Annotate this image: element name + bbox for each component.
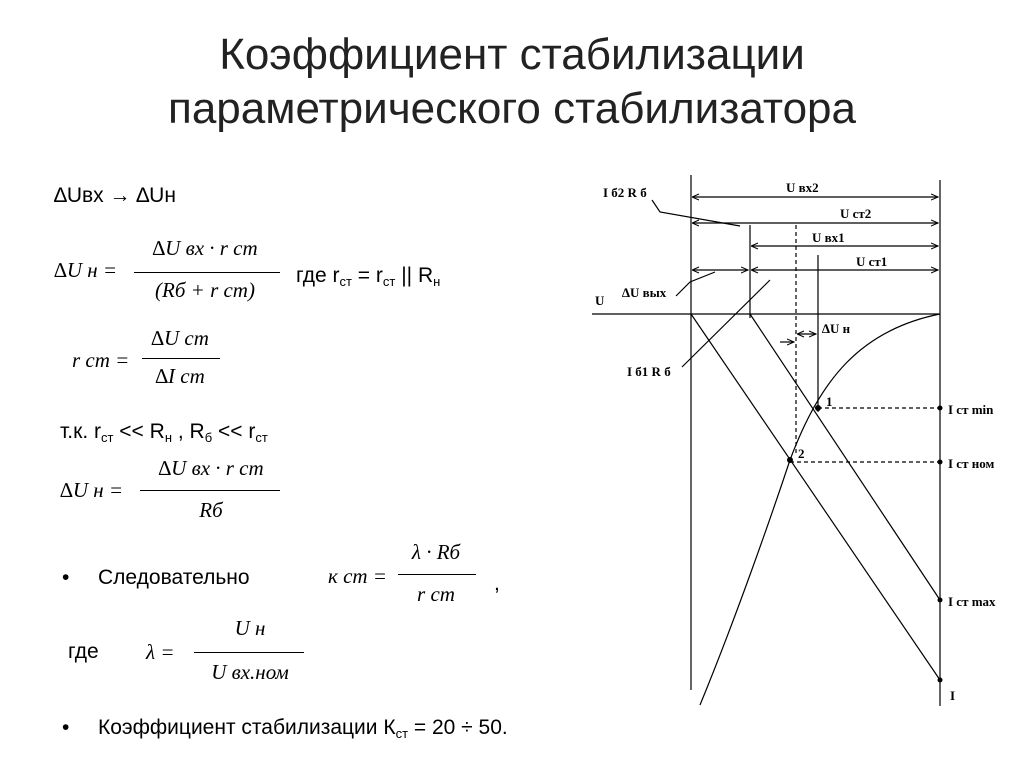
- fraction-bar: [194, 652, 304, 653]
- formula-denominator: Rб: [199, 498, 223, 522]
- pointer-ib2rb: [651, 199, 741, 227]
- label-dun: ∆U н: [822, 321, 851, 336]
- formula-delta-un: ∆U н = ∆U вх · r ст (Rб + r ст): [54, 236, 284, 316]
- where-rst-parallel: || R: [395, 264, 434, 287]
- where-rst-line: где rст = rст || Rн: [296, 264, 440, 289]
- formula-denominator: ∆I ст: [155, 364, 205, 388]
- pointer-ib1rb: [681, 279, 771, 368]
- coefficient-line: Коэффициент стабилизации Кст = 20 ÷ 50.: [98, 716, 508, 741]
- formula-lhs: ∆U н =: [54, 258, 118, 282]
- fraction-bar: [134, 272, 280, 273]
- fraction-bar: [142, 358, 220, 359]
- operating-point-1: [815, 405, 821, 411]
- formula-lhs: к ст =: [328, 564, 387, 588]
- fraction-bar: [140, 490, 280, 491]
- formula-lhs: ∆U н =: [60, 478, 124, 502]
- formula-delta-un-simplified: ∆U н = ∆U вх · r ст Rб: [60, 456, 290, 532]
- coefficient-text: Коэффициент стабилизации К: [98, 716, 396, 739]
- label-ib2rb: I б2 R б: [603, 185, 647, 200]
- since-text: т.к. r: [60, 420, 101, 443]
- where-lambda-text: где: [68, 640, 99, 663]
- label-ib1rb: I б1 R б: [627, 364, 671, 379]
- tick-ist-max: [937, 597, 943, 603]
- where-rst-text: где r: [296, 264, 340, 287]
- bullet: •: [62, 716, 70, 739]
- label-ist-max: I ст max: [948, 594, 996, 609]
- label-ust2: U ст2: [840, 206, 871, 221]
- delta-relation: ∆Uвх → ∆Uн: [54, 184, 176, 207]
- formula-numerator: ∆U ст: [151, 326, 209, 350]
- subscript: ст: [100, 430, 114, 445]
- label-ist-min: I ст min: [948, 402, 994, 417]
- load-line-1: [749, 313, 941, 601]
- formula-numerator: λ · Rб: [411, 540, 461, 564]
- subscript: б: [204, 430, 213, 445]
- since-text: , R: [172, 420, 205, 443]
- since-text: << r: [212, 420, 256, 443]
- formula-numerator: ∆U вх · r ст: [158, 456, 264, 480]
- tick-ist-nom: [937, 459, 943, 465]
- subscript: ст: [339, 274, 352, 289]
- label-ist-nom: I ст ном: [948, 456, 994, 471]
- load-line-2: [690, 313, 941, 681]
- label-point-1: 1: [826, 394, 833, 409]
- formula-denominator: (Rб + r ст): [155, 278, 255, 302]
- subscript: ст: [382, 274, 396, 289]
- formula-lhs: λ =: [146, 640, 175, 664]
- diode-characteristic: [699, 313, 941, 706]
- slide-title: Коэффициент стабилизации параметрическог…: [0, 28, 1024, 136]
- comma: ,: [494, 572, 500, 595]
- since-text: << R: [113, 420, 165, 443]
- label-i-axis: I: [950, 688, 955, 703]
- title-line-2: параметрического стабилизатора: [168, 84, 856, 133]
- label-uvx1: U вх1: [812, 230, 845, 245]
- formula-rst: r ст = ∆U ст ∆I ст: [72, 326, 232, 396]
- coefficient-value: = 20 ÷ 50.: [408, 716, 508, 739]
- formula-lambda: λ = U н U вх.ном: [146, 616, 316, 692]
- tick-ist-min: [937, 405, 943, 411]
- pointer-duvyx: [675, 271, 716, 297]
- formula-kst: к ст = λ · Rб r ст: [328, 540, 488, 614]
- subscript: н: [164, 430, 173, 445]
- label-u-axis: U: [595, 293, 605, 308]
- formula-numerator: ∆U вх · r ст: [152, 236, 258, 260]
- formula-denominator: r ст: [417, 582, 455, 606]
- operating-point-2: [787, 457, 793, 463]
- subscript: ст: [255, 430, 268, 445]
- since-line: т.к. rст << Rн , Rб << rст: [60, 420, 268, 445]
- bullet: •: [62, 566, 70, 589]
- where-rst-eq: = r: [351, 264, 383, 287]
- subscript: ст: [395, 726, 409, 741]
- formula-numerator: U н: [234, 616, 266, 640]
- consequently-text: Следовательно: [98, 566, 250, 589]
- label-duvyx: ∆U вых: [622, 285, 667, 300]
- subscript: н: [433, 274, 441, 289]
- label-point-2: 2: [798, 446, 805, 461]
- formula-lhs: r ст =: [72, 348, 130, 372]
- label-ust1: U ст1: [856, 254, 887, 269]
- label-uvx2: U вх2: [786, 180, 819, 195]
- title-line-1: Коэффициент стабилизации: [219, 30, 805, 79]
- tick-i: [937, 677, 943, 683]
- formula-denominator: U вх.ном: [211, 660, 289, 684]
- fraction-bar: [398, 574, 476, 575]
